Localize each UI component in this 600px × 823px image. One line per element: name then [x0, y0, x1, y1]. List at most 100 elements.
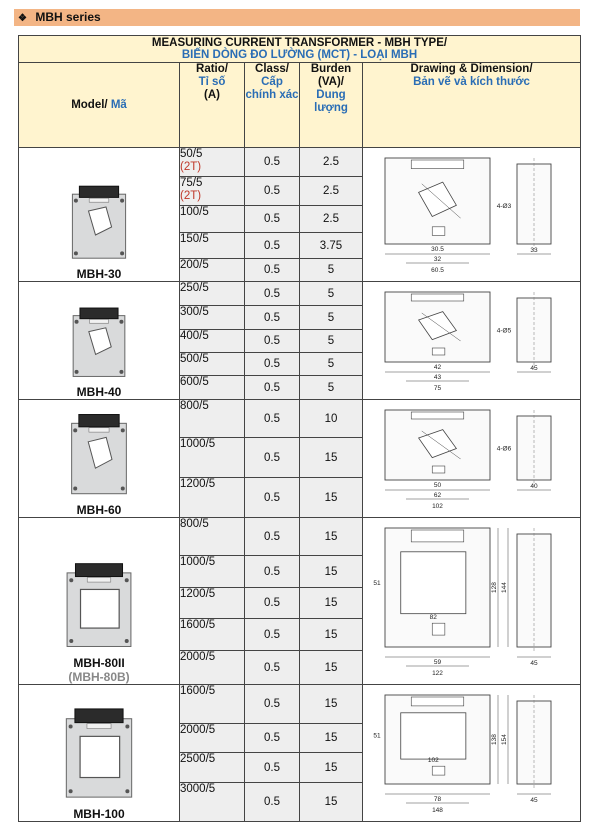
burden-value: 3.75: [299, 232, 363, 259]
ratio-cell: 500/5: [179, 352, 245, 376]
dimension-label: 4-Ø6: [496, 446, 511, 453]
burden-value: 15: [299, 587, 363, 619]
header-ratio: Ratio/ Tỉ số (A): [179, 62, 245, 148]
model-name: MBH-60: [76, 503, 122, 517]
burden-value: 15: [299, 477, 363, 518]
ratio-cell: 200/5: [179, 258, 245, 282]
dimension-label: 144: [501, 582, 508, 593]
ratio-value: 1000/5: [180, 438, 216, 450]
ratio-value: 1200/5: [180, 478, 216, 490]
ratio-cell: 1600/5: [179, 684, 245, 724]
dimension-label: 128: [491, 582, 498, 593]
model-name: MBH-30: [76, 267, 122, 281]
table-title-vn: BIẾN DÒNG ĐO LƯỜNG (MCT) - LOẠI MBH: [181, 49, 418, 61]
ratio-value: 1600/5: [180, 619, 216, 631]
ratio-value: 2000/5: [180, 724, 216, 736]
dimension-label: 102: [427, 757, 438, 764]
dimension-label: 51: [373, 733, 381, 740]
ratio-cell: 150/5: [179, 232, 245, 259]
class-value: 0.5: [244, 281, 300, 306]
model-cell: MBH-60: [18, 399, 180, 518]
burden-value: 15: [299, 618, 363, 651]
header-burden-en: Burden: [310, 63, 352, 75]
model-alt-name: (MBH-80B): [68, 670, 130, 684]
ratio-cell: 1000/5: [179, 437, 245, 478]
burden-value: 15: [299, 752, 363, 783]
burden-value: 15: [299, 437, 363, 478]
header-drawing-vn: Bản vẽ và kích thước: [413, 76, 530, 88]
header-model: Model/ Mã: [18, 62, 180, 148]
dimension-label: 148: [432, 807, 443, 814]
class-value: 0.5: [244, 305, 300, 330]
ratio-cell: 400/5: [179, 329, 245, 353]
burden-value: 15: [299, 517, 363, 556]
class-value: 0.5: [244, 684, 300, 724]
model-cell: MBH-40: [18, 281, 180, 400]
header-drawing-en: Drawing & Dimension/: [410, 63, 533, 75]
burden-value: 15: [299, 650, 363, 685]
table-header-row: Model/ Mã Ratio/ Tỉ số (A) Class/ Cấp ch…: [18, 62, 581, 148]
ratio-value: 500/5: [180, 353, 209, 365]
spec-table: MEASURING CURRENT TRANSFORMER - MBH TYPE…: [18, 35, 581, 822]
class-value: 0.5: [244, 205, 300, 233]
burden-value: 2.5: [299, 205, 363, 233]
transformer-photo-icon: [66, 563, 132, 647]
ratio-value: 250/5: [180, 282, 209, 294]
dimension-label: 43: [433, 374, 441, 381]
burden-value: 5: [299, 281, 363, 306]
dimension-label: 122: [432, 670, 443, 677]
dimension-label: 62: [433, 492, 441, 499]
dimension-label: 50: [433, 482, 441, 489]
class-value: 0.5: [244, 517, 300, 556]
ratio-value: 600/5: [180, 376, 209, 388]
ratio-cell: 800/5: [179, 399, 245, 438]
ratio-cell: 300/5: [179, 305, 245, 330]
header-ratio-unit: (A): [204, 89, 220, 101]
dimension-label: 32: [433, 256, 441, 263]
header-class-vn: Cấp chính xác: [245, 76, 299, 101]
ratio-cell: 1600/5: [179, 618, 245, 651]
burden-value: 5: [299, 352, 363, 376]
ratio-note: (2T): [180, 161, 202, 173]
dimension-label: 40: [530, 483, 538, 490]
class-value: 0.5: [244, 723, 300, 753]
dimension-label: 30.5: [431, 246, 444, 253]
dimension-label: 45: [530, 660, 538, 667]
model-cell: MBH-30: [18, 147, 180, 282]
dimension-label: 138: [491, 734, 498, 745]
dimension-label: 59: [433, 659, 441, 666]
class-value: 0.5: [244, 477, 300, 518]
burden-value: 10: [299, 399, 363, 438]
dimension-label: 4-Ø5: [496, 328, 511, 335]
dimension-label: 33: [530, 247, 538, 254]
class-value: 0.5: [244, 176, 300, 206]
dimension-label: 45: [530, 797, 538, 804]
header-burden: Burden (VA)/ Dung lượng: [299, 62, 363, 148]
class-value: 0.5: [244, 437, 300, 478]
header-model-en: Model/: [71, 98, 108, 111]
ratio-cell: 100/5: [179, 205, 245, 233]
ratio-cell: 50/5(2T): [179, 147, 245, 177]
class-value: 0.5: [244, 399, 300, 438]
burden-value: 15: [299, 684, 363, 724]
header-ratio-vn: Tỉ số: [198, 76, 226, 88]
ratio-cell: 2000/5: [179, 650, 245, 685]
ratio-value: 200/5: [180, 259, 209, 271]
class-value: 0.5: [244, 147, 300, 177]
class-value: 0.5: [244, 258, 300, 282]
header-ratio-en: Ratio/: [196, 63, 228, 75]
burden-value: 2.5: [299, 176, 363, 206]
model-name: MBH-100: [73, 807, 125, 821]
ratio-value: 1000/5: [180, 556, 216, 568]
dimension-label: 75: [433, 385, 441, 392]
class-value: 0.5: [244, 352, 300, 376]
